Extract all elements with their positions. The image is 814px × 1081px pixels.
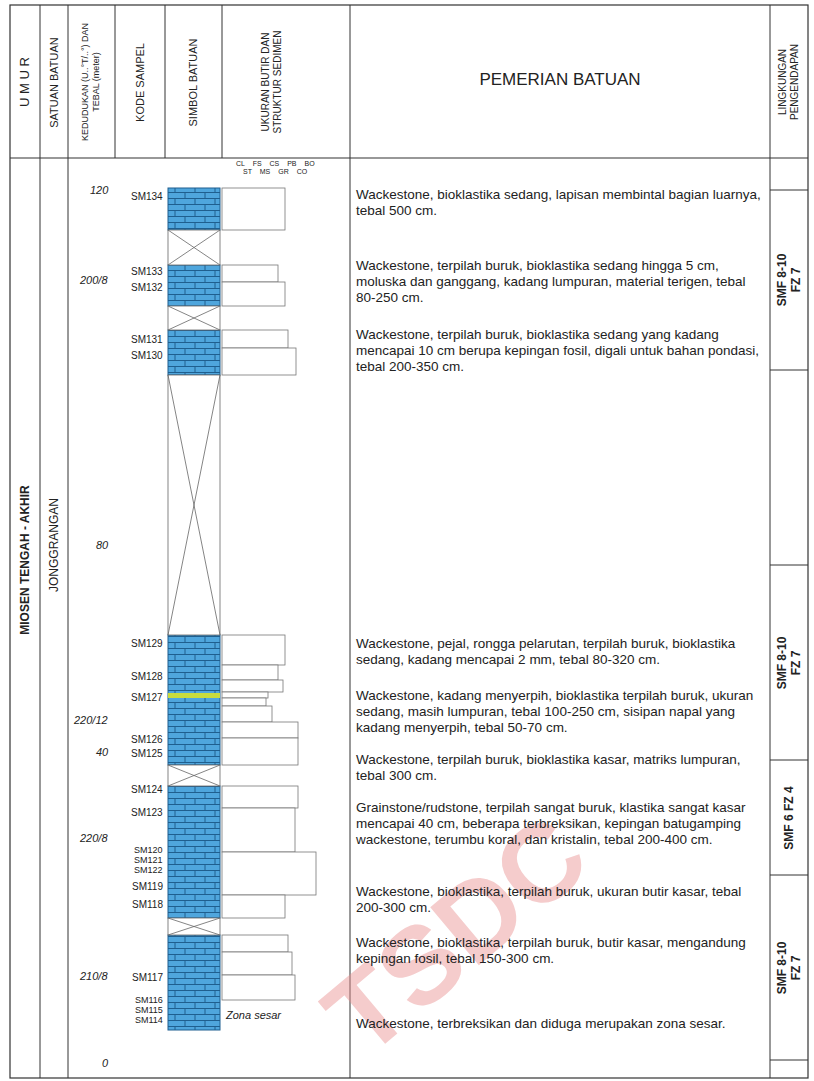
sample-code: SM127: [131, 692, 163, 704]
facies-label: SMF 8-10 FZ 7: [775, 935, 803, 1001]
thickness-mark: 40: [96, 746, 108, 759]
grain-size-scale: CL FS CS PB BO: [236, 160, 315, 168]
sample-code: SM134: [131, 191, 163, 203]
sample-code: SM133: [131, 266, 163, 278]
rock-description: Grainstone/rudstone, terpilah sangat bur…: [356, 800, 766, 848]
sample-code: SM131: [131, 334, 163, 346]
thickness-mark: 220/8: [80, 832, 108, 845]
column-header: UKURAN BUTIR DAN STRUKTUR SEDIMEN: [260, 23, 284, 141]
rock-description: Wackestone, terpilah buruk, bioklastika …: [356, 258, 766, 306]
sample-code: SM117: [132, 972, 163, 984]
sample-code: SM114: [135, 1015, 163, 1026]
sample-code: SM126: [131, 734, 163, 746]
rock-description: Wackestone, bioklastika, terpilah buruk,…: [356, 884, 766, 916]
sample-code: SM125: [131, 748, 163, 760]
formation-label: JONGGRANGAN: [47, 470, 61, 620]
rock-description: Wackestone, bioklastika sedang, lapisan …: [356, 187, 766, 219]
column-header: LINGKUNGAN PENGENDAPAN: [777, 12, 801, 152]
rock-description: Wackestone, pejal, rongga pelarutan, ter…: [356, 636, 766, 668]
sample-code: SM128: [131, 671, 163, 683]
sample-code: SM120: [134, 845, 163, 856]
sample-code: SM122: [134, 865, 163, 876]
thickness-mark: 220/12: [74, 714, 108, 727]
fault-zone-note: Zona sesar: [226, 1009, 281, 1022]
thickness-mark: 80: [96, 539, 108, 552]
facies-label: SMF 8-10 FZ 7: [775, 247, 803, 313]
thickness-mark: 120: [90, 184, 108, 197]
thickness-mark: 210/8: [80, 970, 108, 983]
sample-code: SM124: [131, 784, 163, 796]
sample-code: SM132: [131, 282, 163, 294]
sample-code: SM119: [132, 881, 163, 893]
rock-description: Wackestone, terpilah buruk, bioklastika …: [356, 752, 766, 784]
sample-code: SM121: [134, 855, 163, 866]
rock-description: Wackestone, terpilah buruk, bioklastika …: [356, 327, 766, 375]
rock-description: Wackestone, terbreksikan dan diduga meru…: [356, 1016, 766, 1032]
sample-code: SM116: [135, 995, 163, 1006]
thickness-mark: 0: [102, 1057, 108, 1070]
column-header: KEDUDUKAN (U..°T/..°) DAN TEBAL (meter): [80, 12, 102, 152]
column-header: SIMBOL BATUAN: [187, 12, 200, 152]
sample-code: SM123: [131, 807, 163, 819]
sample-code: SM129: [131, 638, 163, 650]
age-label: MIOSEN TENGAH - AKHIR: [18, 445, 32, 675]
column-header: PEMERIAN BATUAN: [350, 70, 770, 90]
sample-code: SM118: [132, 899, 163, 911]
rock-description: Wackestone, kadang menyerpih, bioklastik…: [356, 688, 766, 736]
column-header: KODE SAMPEL: [134, 12, 147, 152]
column-header: U M U R: [17, 17, 33, 147]
sample-code: SM130: [131, 350, 163, 362]
rock-description: Wackestone, bioklastika, terpilah buruk,…: [356, 935, 766, 967]
facies-label: SMF 6 FZ 4: [782, 785, 796, 851]
facies-label: SMF 8-10 FZ 7: [775, 630, 803, 696]
sample-code: SM115: [135, 1005, 163, 1016]
column-header: SATUAN BATUAN: [48, 12, 61, 152]
grain-size-scale: ST MS GR CO: [243, 168, 307, 176]
thickness-mark: 200/8: [80, 274, 108, 287]
